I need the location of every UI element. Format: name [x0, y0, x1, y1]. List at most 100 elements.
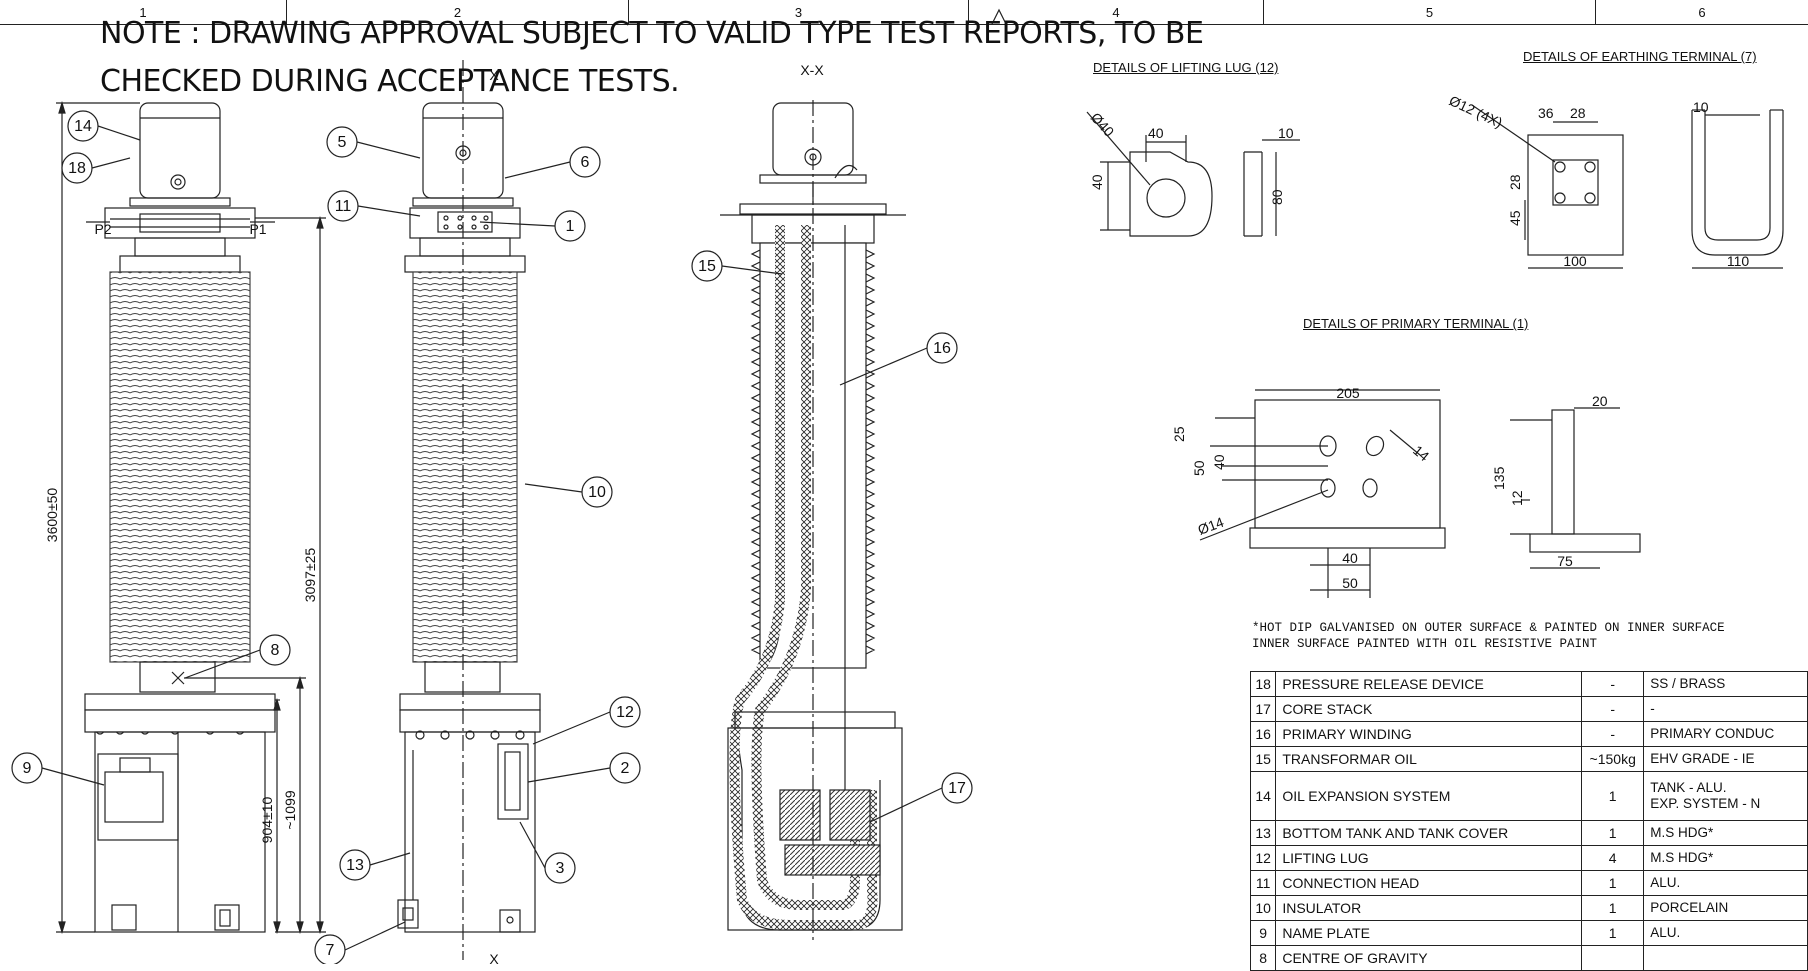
bom-quantity: 1 — [1581, 920, 1645, 946]
primary-terminal-detail — [1199, 389, 1641, 598]
balloon-15: 15 — [691, 250, 783, 282]
bom-quantity: 4 — [1581, 845, 1645, 871]
pt-slot: 14 — [1410, 442, 1432, 464]
svg-text:9: 9 — [23, 760, 32, 777]
bom-quantity: 1 — [1581, 895, 1645, 921]
bom-item-no: 9 — [1249, 920, 1277, 946]
lug-height: 40 — [1089, 174, 1105, 190]
bom-item-no: 11 — [1249, 870, 1277, 896]
bom-material: EHV GRADE - IE — [1643, 746, 1808, 772]
svg-text:12: 12 — [616, 704, 634, 721]
pt-b2: 50 — [1342, 575, 1358, 591]
pt-d2: 50 — [1191, 460, 1207, 476]
bom-description: NAME PLATE — [1275, 920, 1583, 946]
balloon-3: 3 — [519, 821, 576, 884]
bom-material: M.S HDG* — [1643, 845, 1808, 871]
balloon-7: 7 — [314, 921, 406, 964]
galvanising-footnote: *HOT DIP GALVANISED ON OUTER SURFACE & P… — [1252, 620, 1725, 652]
zone-1: 1 — [0, 0, 287, 24]
bom-quantity — [1581, 945, 1645, 971]
bom-quantity: - — [1581, 671, 1645, 697]
bom-quantity: - — [1581, 721, 1645, 747]
item-balloons: 14 18 5 6 11 1 15 16 10 8 9 12 2 17 13 3… — [11, 110, 973, 964]
bom-description: OIL EXPANSION SYSTEM — [1275, 771, 1583, 821]
primary-terminal-title: DETAILS OF PRIMARY TERMINAL (1) — [1303, 316, 1529, 331]
zone-5: 5 — [1264, 0, 1596, 24]
balloon-8: 8 — [184, 634, 291, 679]
bom-quantity: 1 — [1581, 870, 1645, 896]
dim-primary-height: 3097±25 — [302, 548, 318, 603]
bom-quantity: ~150kg — [1581, 746, 1645, 772]
balloon-5: 5 — [326, 126, 421, 159]
balloon-1: 1 — [479, 210, 586, 242]
lifting-lug-detail — [1086, 111, 1300, 237]
bom-material: M.S HDG* — [1643, 820, 1808, 846]
dim-overall-height: 3600±50 — [44, 488, 60, 543]
footnote-line2: INNER SURFACE PAINTED WITH OIL RESISTIVE… — [1252, 637, 1598, 651]
balloon-13: 13 — [339, 849, 411, 881]
lug-width: 40 — [1148, 125, 1164, 141]
section-mark-bottom: X — [489, 951, 499, 964]
pt-height: 135 — [1491, 466, 1507, 490]
svg-text:14: 14 — [74, 118, 92, 135]
svg-text:11: 11 — [335, 198, 352, 215]
bom-item-no: 12 — [1249, 845, 1277, 871]
zone-ruler: 1 2 3 4 5 6 — [0, 0, 1808, 25]
lug-length: 80 — [1269, 189, 1285, 205]
balloon-2: 2 — [527, 752, 641, 784]
bom-material: ALU. — [1643, 870, 1808, 896]
dim-cog-height: ~1099 — [282, 790, 298, 830]
svg-text:18: 18 — [68, 160, 86, 177]
bom-description: TRANSFORMAR OIL — [1275, 746, 1583, 772]
bom-description: CORE STACK — [1275, 696, 1583, 722]
balloon-16: 16 — [839, 332, 958, 386]
earth-width-2: 110 — [1727, 253, 1750, 269]
svg-text:13: 13 — [346, 857, 364, 874]
bom-item-no: 13 — [1249, 820, 1277, 846]
earth-pitch-1: 36 — [1538, 105, 1554, 121]
bom-description: LIFTING LUG — [1275, 845, 1583, 871]
bom-material: - — [1643, 696, 1808, 722]
bom-description: CONNECTION HEAD — [1275, 870, 1583, 896]
zone-3: 3 — [629, 0, 969, 24]
earthing-terminal-detail — [1471, 104, 1784, 269]
bom-item-no: 14 — [1249, 771, 1277, 821]
bom-description: PRIMARY WINDING — [1275, 721, 1583, 747]
bom-quantity: 1 — [1581, 771, 1645, 821]
side-view — [397, 60, 541, 960]
pt-base: 75 — [1557, 553, 1573, 569]
bom-material — [1643, 945, 1808, 971]
svg-text:7: 7 — [326, 942, 335, 959]
pt-b1: 40 — [1342, 550, 1358, 566]
balloon-14: 14 — [67, 110, 141, 142]
earth-holes: Ø12 (4X) — [1447, 92, 1505, 131]
svg-text:17: 17 — [948, 780, 966, 797]
footnote-line1: *HOT DIP GALVANISED ON OUTER SURFACE & P… — [1252, 621, 1725, 635]
bom-material: SS / BRASS — [1643, 671, 1808, 697]
bom-material: TANK - ALU.EXP. SYSTEM - N — [1643, 771, 1808, 821]
svg-text:2: 2 — [621, 760, 630, 777]
earth-vert-2: 45 — [1507, 210, 1523, 226]
earthing-terminal-title: DETAILS OF EARTHING TERMINAL (7) — [1523, 49, 1757, 64]
bom-material-line2: EXP. SYSTEM - N — [1650, 796, 1761, 811]
bom-description: INSULATOR — [1275, 895, 1583, 921]
svg-text:5: 5 — [338, 134, 347, 151]
balloon-10: 10 — [524, 476, 613, 508]
svg-text:3: 3 — [556, 860, 565, 877]
pt-d1: 25 — [1171, 426, 1187, 442]
pt-width: 205 — [1336, 385, 1360, 401]
bom-item-no: 17 — [1249, 696, 1277, 722]
zone-2: 2 — [287, 0, 629, 24]
bom-material: ALU. — [1643, 920, 1808, 946]
svg-text:6: 6 — [581, 154, 590, 171]
bom-material: PRIMARY CONDUC — [1643, 721, 1808, 747]
pt-hole: Ø14 — [1196, 514, 1227, 538]
